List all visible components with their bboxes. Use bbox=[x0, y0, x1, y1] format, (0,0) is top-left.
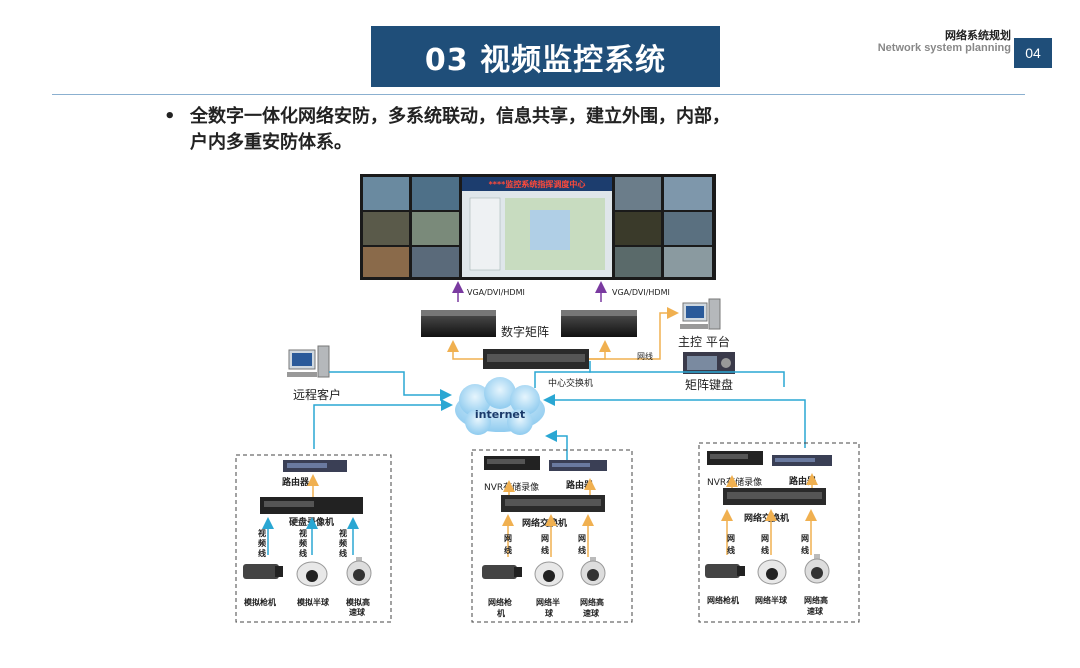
vga-label-right: VGA/DVI/HDMI bbox=[612, 288, 670, 297]
net-line-label: 网线 bbox=[637, 351, 653, 361]
middle-bullet-camera-icon bbox=[482, 565, 522, 579]
right-router-device bbox=[772, 455, 832, 466]
left-video-line-1: 视频线 bbox=[258, 528, 266, 558]
remote-client-label: 远程客户 bbox=[293, 387, 341, 402]
middle-switch-label: 网络交换机 bbox=[522, 517, 567, 529]
internet-cloud bbox=[455, 377, 545, 435]
left-router-device bbox=[283, 460, 347, 472]
right-cam2-label: 网络半球 bbox=[755, 595, 788, 605]
page-number: 04 bbox=[1014, 38, 1052, 68]
middle-ptz-camera-icon bbox=[580, 557, 606, 586]
right-switch-device bbox=[723, 488, 826, 505]
bullet-line-1: 全数字一体化网络安防，多系统联动，信息共享，建立外围，内部， bbox=[190, 106, 730, 127]
right-net-line-1: 网线 bbox=[727, 534, 735, 555]
left-router-label: 路由器 bbox=[282, 476, 310, 488]
right-router-label: 路由器 bbox=[789, 475, 817, 487]
page-title: 03 视频监控系统 bbox=[371, 26, 720, 87]
middle-nvr-label: NVR存储录像 bbox=[484, 481, 539, 493]
vga-label-left: VGA/DVI/HDMI bbox=[467, 288, 525, 297]
middle-cam2-label: 网络半球 bbox=[536, 597, 560, 618]
middle-cam3-label: 网络高速球 bbox=[580, 597, 604, 618]
right-switch-label: 网络交换机 bbox=[744, 512, 789, 524]
right-nvr-label: NVR存储录像 bbox=[707, 476, 762, 488]
remote-computer-icon bbox=[287, 345, 330, 378]
left-video-line-3: 视频线 bbox=[339, 528, 347, 558]
ptz-camera-icon bbox=[346, 557, 372, 586]
middle-cam1-label: 网络枪机 bbox=[488, 597, 512, 618]
middle-dome-camera-icon bbox=[534, 561, 564, 587]
right-cam3-label: 网络高速球 bbox=[804, 595, 828, 616]
header-divider bbox=[52, 94, 1025, 95]
matrix-label: 数字矩阵 bbox=[501, 324, 549, 339]
left-cam3-label: 模拟高速球 bbox=[346, 597, 370, 617]
right-ptz-camera-icon bbox=[804, 554, 830, 584]
matrix-device-left bbox=[421, 310, 496, 337]
bullet-dot: • bbox=[164, 106, 176, 127]
left-cam1-label: 模拟枪机 bbox=[244, 597, 276, 607]
section-title-en: Network system planning bbox=[877, 42, 1011, 54]
bullet-camera-icon bbox=[243, 564, 283, 579]
keyboard-icon bbox=[683, 352, 735, 374]
middle-switch-device bbox=[501, 495, 605, 512]
matrix-keyboard-label: 矩阵键盘 bbox=[685, 377, 733, 392]
middle-router-device bbox=[549, 460, 607, 471]
dome-camera-icon bbox=[296, 561, 328, 587]
left-video-line-2: 视频线 bbox=[299, 528, 307, 558]
middle-nvr-device bbox=[484, 456, 540, 470]
middle-net-line-2: 网线 bbox=[541, 534, 549, 555]
core-switch-label: 中心交换机 bbox=[548, 377, 593, 389]
bullet-point: • 全数字一体化网络安防，多系统联动，信息共享，建立外围，内部， 户内多重安防体… bbox=[164, 104, 884, 156]
right-net-line-3: 网线 bbox=[801, 534, 809, 555]
right-net-line-2: 网线 bbox=[761, 534, 769, 555]
screen-banner: ****监控系统指挥调度中心 bbox=[489, 179, 586, 189]
dvr-device bbox=[260, 497, 363, 514]
section-title-zh: 网络系统规划 bbox=[945, 29, 1011, 42]
internet-label: internet bbox=[475, 408, 525, 421]
main-console-label: 主控 平台 bbox=[678, 334, 730, 349]
right-nvr-device bbox=[707, 451, 763, 465]
bullet-line-2: 户内多重安防体系。 bbox=[190, 132, 352, 153]
video-wall bbox=[360, 174, 716, 280]
right-site-group bbox=[698, 442, 860, 623]
left-cam2-label: 模拟半球 bbox=[297, 597, 330, 607]
right-cam1-label: 网络枪机 bbox=[707, 595, 739, 605]
middle-net-line-1: 网线 bbox=[504, 534, 512, 555]
middle-site-group bbox=[471, 449, 633, 623]
core-switch-device bbox=[483, 349, 589, 369]
left-site-group bbox=[235, 454, 392, 623]
matrix-device-right bbox=[561, 310, 637, 337]
right-bullet-camera-icon bbox=[705, 564, 745, 578]
right-dome-camera-icon bbox=[757, 559, 787, 585]
middle-net-line-3: 网线 bbox=[578, 534, 586, 555]
computer-icon bbox=[680, 298, 721, 330]
